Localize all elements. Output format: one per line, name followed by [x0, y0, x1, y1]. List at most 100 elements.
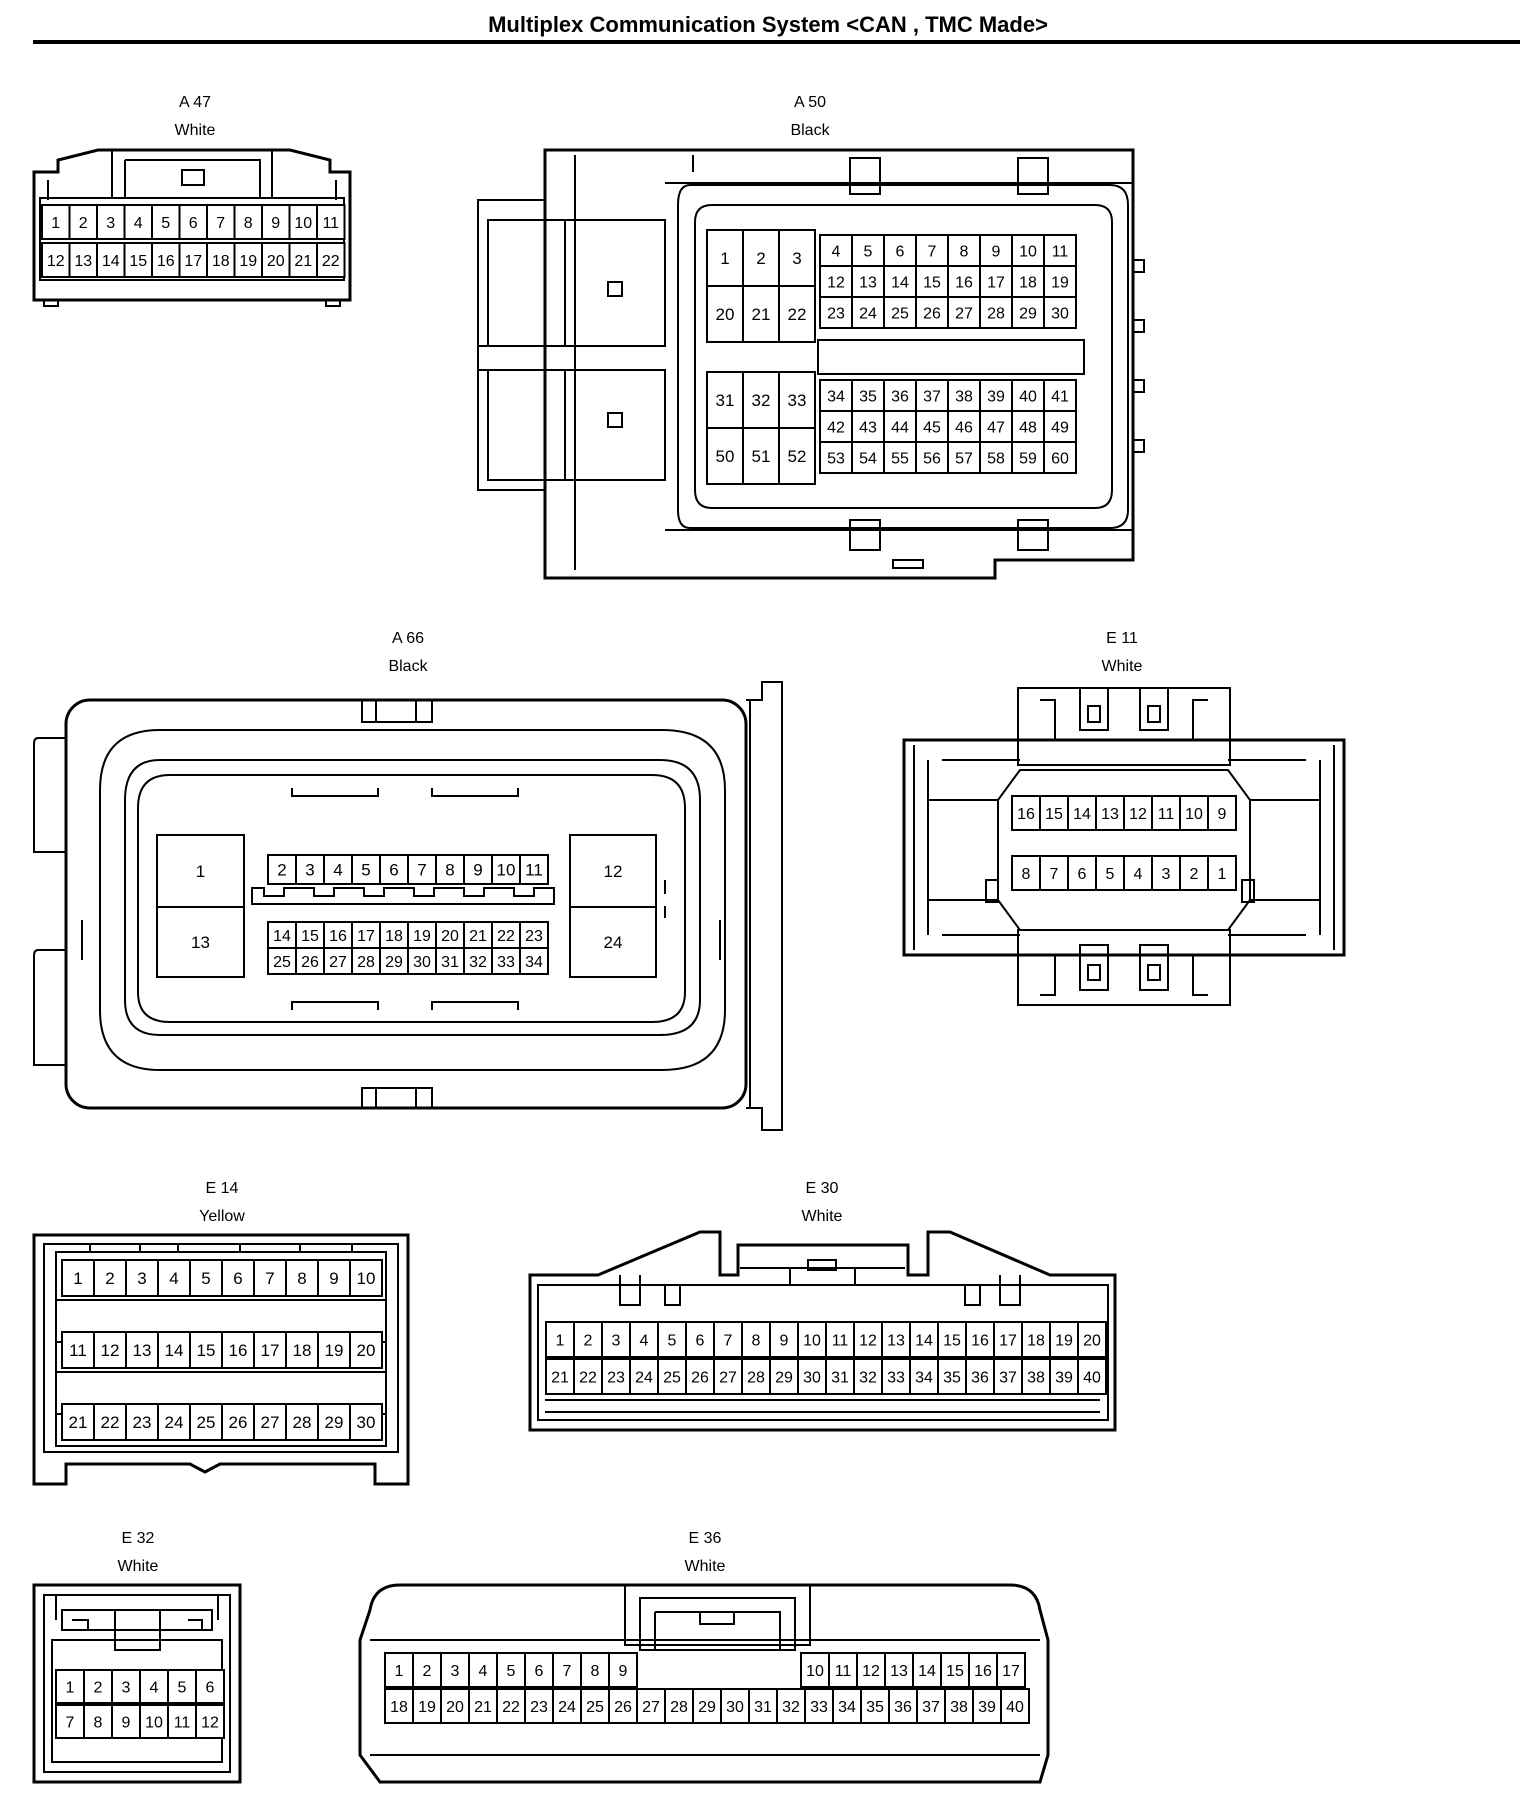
connector-e30-pin-cell: [1049, 1321, 1079, 1358]
connector-a50-pin-cell: [979, 410, 1013, 443]
connector-e30-pin-label: 8: [752, 1332, 761, 1349]
connector-e30-pin-label: 36: [971, 1369, 989, 1386]
connector-a66-pin-label: 18: [385, 928, 403, 945]
connector-a50-pin-cell: [742, 427, 780, 485]
connector-e30-pin-label: 29: [775, 1369, 793, 1386]
connector-e36-pin-cell: [524, 1652, 554, 1688]
connector-e36-pin-label: 35: [866, 1699, 884, 1716]
connector-e36-pin-label: 18: [390, 1699, 408, 1716]
connector-e30-pin-label: 3: [612, 1332, 621, 1349]
connector-e14-pin-label: 29: [325, 1413, 344, 1432]
connector-e36-pin-label: 29: [698, 1699, 716, 1716]
connector-a50-pin-cell: [883, 410, 917, 443]
connector-e36-pin-cell: [552, 1688, 582, 1724]
connector-a66-pin-cell: [491, 947, 521, 975]
connector-e36-pin-label: 38: [950, 1699, 968, 1716]
connector-e14-pin-label: 11: [69, 1341, 87, 1360]
connector-e30-pin-label: 1: [556, 1332, 565, 1349]
connector-a50-pin-label: 38: [955, 388, 973, 405]
connector-e30-pin-label: 10: [803, 1332, 821, 1349]
connector-e14-pin-label: 5: [201, 1269, 210, 1288]
connector-a50-pin-label: 33: [788, 391, 807, 410]
connector-e14-pin-label: 24: [165, 1413, 184, 1432]
connector-e36-pin-label: 11: [835, 1663, 852, 1680]
connector-e14-pin-label: 9: [329, 1269, 338, 1288]
connector-a47-pin-label: 6: [189, 215, 198, 232]
connector-e32-pin-label: 10: [145, 1714, 163, 1731]
connector-e14-pin-cell: [93, 1331, 127, 1369]
connector-a50-pin-label: 60: [1051, 450, 1069, 467]
connector-e11-pin-cell: [1123, 795, 1153, 831]
connector-e36-pin-cell: [832, 1688, 862, 1724]
connector-e30-pin-label: 32: [859, 1369, 877, 1386]
connector-a50-pin-label: 17: [987, 274, 1005, 291]
page-title: Multiplex Communication System <CAN , TM…: [488, 12, 1048, 37]
connector-a50-pin-label: 13: [859, 274, 877, 291]
connector-e36-pin-label: 5: [507, 1663, 516, 1680]
connector-a50-pin-cell: [947, 234, 981, 267]
connector-a66-pin-cell: [351, 947, 381, 975]
connector-e36-pin-label: 31: [754, 1699, 772, 1716]
connector-e30-pin-cell: [1077, 1321, 1107, 1358]
connector-a50-pin-label: 40: [1019, 388, 1037, 405]
connector-e30-color: White: [802, 1208, 843, 1225]
connector-e30-pin-cell: [797, 1321, 827, 1358]
connector-e32-pin-label: 8: [94, 1714, 103, 1731]
connector-e36-pin-label: 8: [591, 1663, 600, 1680]
connector-a50-pin-label: 48: [1019, 419, 1037, 436]
connector-a47-pin-cell: [288, 204, 318, 240]
connector-a50-pin-label: 39: [987, 388, 1005, 405]
connector-e30-pin-label: 25: [663, 1369, 681, 1386]
connector-e30-pin-label: 37: [999, 1369, 1017, 1386]
connector-e14-pin-cell: [157, 1331, 191, 1369]
connector-a66-pin-label: 5: [361, 861, 370, 880]
connector-e32-pin-label: 6: [206, 1679, 215, 1696]
connector-a50-housing: [477, 148, 1145, 580]
connector-a50-pin-cell: [851, 441, 885, 474]
connector-e30-pin-cell: [1021, 1321, 1051, 1358]
connector-e30-pin-label: 38: [1027, 1369, 1045, 1386]
connector-e30-pin-cell: [657, 1358, 687, 1395]
connector-a50-pin-label: 23: [827, 305, 845, 322]
connector-a66-name: A 66: [392, 630, 424, 647]
connector-e36-pin-cell: [968, 1652, 998, 1688]
connector-e11-pin-label: 13: [1101, 806, 1119, 823]
connector-a50-pin-cell: [851, 296, 885, 329]
connector-e11-pin-label: 12: [1129, 806, 1147, 823]
connector-a50-pin-label: 59: [1019, 450, 1037, 467]
connector-e32-housing: [32, 1583, 242, 1784]
connector-e36-pin-label: 34: [838, 1699, 856, 1716]
connector-e36-pin-label: 39: [978, 1699, 996, 1716]
connector-e11-pin-label: 15: [1045, 806, 1063, 823]
connector-a50-pin-label: 25: [891, 305, 909, 322]
connector-a50-pin-cell: [1043, 296, 1077, 329]
connector-e30-pin-cell: [909, 1358, 939, 1395]
connector-e11-pin-cell: [1123, 855, 1153, 891]
connector-a47-pin-cell: [123, 242, 153, 278]
connector-a50-pin-cell: [778, 427, 816, 485]
connector-a50-pin-cell: [1011, 410, 1045, 443]
connector-e36-pin-label: 3: [451, 1663, 460, 1680]
connector-e14-pin-cell: [285, 1331, 319, 1369]
connector-e30-pin-cell: [657, 1321, 687, 1358]
connector-a66-pin-cell: [435, 921, 465, 949]
connector-a66-pin-label: 17: [357, 928, 375, 945]
connector-a50-pin-label: 55: [891, 450, 909, 467]
connector-a66-housing: [33, 681, 783, 1131]
connector-e36-pin-label: 16: [974, 1663, 992, 1680]
connector-e36-pin-cell: [412, 1652, 442, 1688]
connector-e32-pin-label: 2: [94, 1679, 103, 1696]
connector-e30-pin-label: 12: [859, 1332, 877, 1349]
connector-a66-pin-label: 26: [301, 954, 319, 971]
connector-e11-pin-label: 3: [1162, 866, 1171, 883]
connector-e32-name: E 32: [122, 1530, 155, 1547]
connector-e36-pin-label: 24: [558, 1699, 576, 1716]
connector-a50-pin-label: 28: [987, 305, 1005, 322]
connector-e30-pin-cell: [825, 1358, 855, 1395]
connector-e30-pin-label: 18: [1027, 1332, 1045, 1349]
connector-e30-pin-label: 14: [915, 1332, 933, 1349]
connector-e11-pin-cell: [1067, 795, 1097, 831]
